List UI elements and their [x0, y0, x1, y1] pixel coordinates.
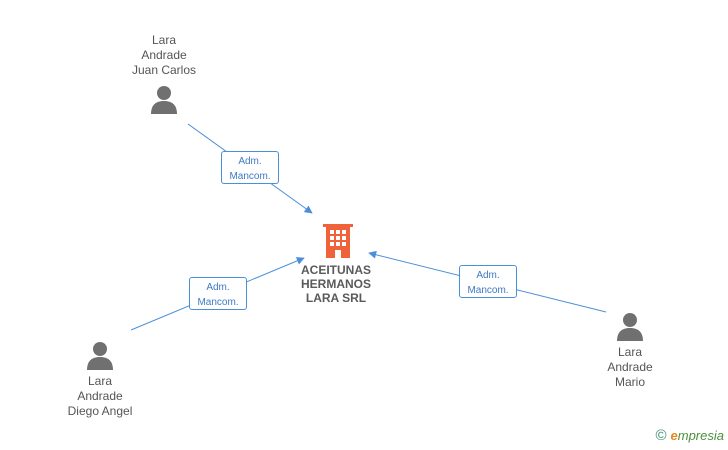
edge-label-right[interactable]: Adm. Mancom.: [459, 265, 517, 298]
company-name-line: LARA SRL: [305, 291, 367, 305]
person-icon: [87, 342, 113, 370]
person-node-top[interactable]: Lara Andrade Juan Carlos: [124, 33, 204, 114]
edge-label-line: Adm.: [206, 282, 230, 293]
edge-label-line: Mancom.: [197, 297, 239, 308]
person-name-line: Lara: [87, 374, 113, 388]
person-name-line: Andrade: [77, 389, 123, 403]
edge-label-bottom-left[interactable]: Adm. Mancom.: [189, 277, 247, 310]
company-building-icon: [323, 224, 353, 258]
person-name-line: Mario: [614, 375, 645, 389]
edge-label-line: Adm.: [238, 156, 262, 167]
edge-label-top[interactable]: Adm. Mancom.: [221, 151, 279, 184]
person-name-line: Andrade: [141, 48, 187, 62]
person-name-line: Andrade: [607, 360, 653, 374]
person-icon: [617, 313, 643, 341]
company-node[interactable]: ACEITUNAS HERMANOS LARA SRL: [286, 263, 386, 305]
brand-name: mpresia: [677, 428, 724, 443]
edge-label-line: Adm.: [476, 270, 500, 281]
person-name-line: Diego Angel: [67, 404, 133, 418]
brand-initial: e: [670, 428, 678, 443]
person-name-line: Lara: [617, 345, 643, 359]
person-node-bottom-left[interactable]: Lara Andrade Diego Angel: [58, 340, 142, 419]
person-name-line: Lara: [151, 33, 177, 47]
person-icon: [151, 86, 177, 114]
company-name-line: ACEITUNAS: [300, 263, 371, 277]
edge-label-line: Mancom.: [467, 285, 509, 296]
copyright-icon: ©: [655, 427, 667, 444]
person-name-line: Juan Carlos: [131, 63, 197, 77]
person-node-right[interactable]: Lara Andrade Mario: [590, 311, 670, 390]
edge-label-line: Mancom.: [229, 171, 271, 182]
company-name-line: HERMANOS: [300, 277, 371, 291]
empresia-logo: ©empresia: [655, 427, 724, 444]
